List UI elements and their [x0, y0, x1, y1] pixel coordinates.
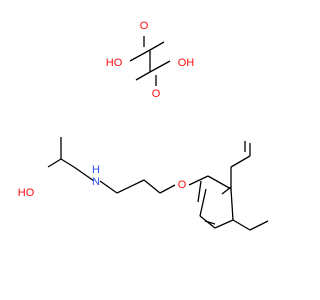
bond — [232, 219, 251, 231]
atom-label-oxalic-oh: OH — [178, 57, 195, 69]
amine-chain — [47, 137, 176, 194]
bond — [214, 219, 234, 229]
oxalic-acid — [129, 36, 171, 86]
bond — [135, 71, 151, 81]
atom-labels: HO OH O O HO H N O — [18, 20, 195, 199]
bond — [143, 179, 161, 194]
bond — [204, 220, 216, 225]
atom-label-oxalic-ho: HO — [106, 57, 123, 69]
substituents — [230, 141, 269, 231]
bond — [99, 180, 118, 194]
structure-drawing: HO OH O O HO H N O — [18, 20, 269, 231]
atom-label-oxalic-o-bottom: O — [152, 88, 161, 100]
bond — [129, 49, 151, 62]
benzene-ring — [188, 175, 234, 229]
bond — [159, 184, 176, 194]
bond — [47, 158, 62, 168]
bond — [249, 220, 269, 231]
bond — [116, 179, 145, 194]
atom-label-oxalic-o-top: O — [140, 20, 149, 32]
atom-label-hydrogen: H — [92, 164, 100, 176]
molecule-canvas: HO OH O O HO H N O — [17, 20, 269, 231]
bond — [221, 186, 232, 195]
bond — [149, 60, 171, 73]
atom-label-nitrogen: N — [92, 176, 100, 188]
bond — [230, 155, 251, 168]
bond — [73, 166, 95, 182]
atom-label-hydroxyl: HO — [18, 187, 35, 199]
bond — [199, 188, 207, 217]
bond — [149, 41, 165, 51]
atom-label-ether-oxygen: O — [178, 179, 187, 191]
bond — [197, 180, 202, 203]
bond — [60, 158, 75, 168]
bond — [207, 175, 232, 190]
bond — [230, 188, 234, 221]
bond — [188, 175, 209, 186]
